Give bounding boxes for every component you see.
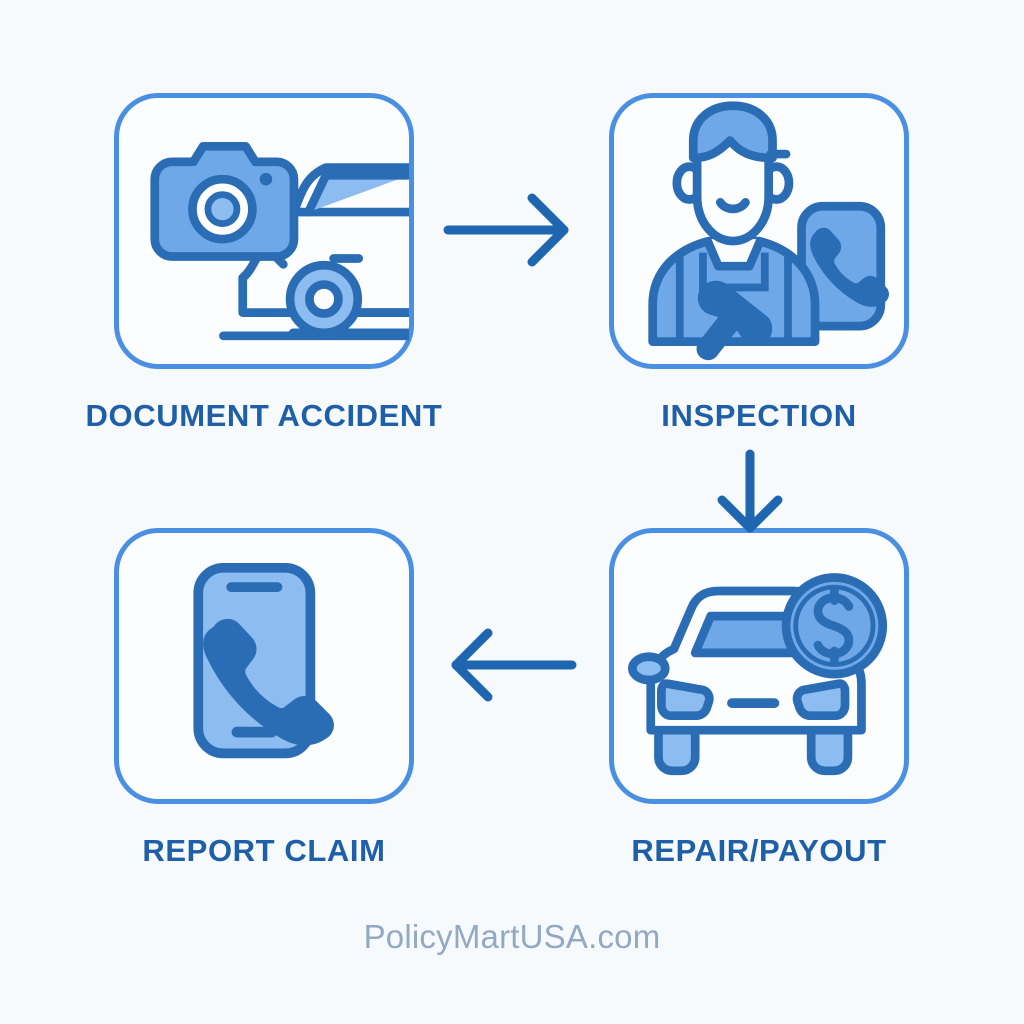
- phone-handset-glyph: [203, 618, 334, 746]
- camera-glyph: [150, 141, 299, 261]
- watermark-text: PolicyMartUSA.com: [363, 918, 661, 955]
- camera-damaged-car-icon: [150, 141, 409, 341]
- car-dollar-coin-icon: [628, 573, 888, 776]
- held-phone-glyph: [797, 201, 889, 331]
- arrow-right-icon: [443, 193, 569, 267]
- mechanic-with-phone-icon: [648, 101, 889, 361]
- dollar-coin-glyph: [781, 573, 888, 679]
- car-wheel: [285, 260, 363, 338]
- step-card-document-accident[interactable]: [114, 93, 414, 369]
- step-label-repair-payout: REPAIR/PAYOUT: [631, 833, 887, 868]
- step-label-report-claim: REPORT CLAIM: [142, 833, 386, 868]
- step-label-document-accident: DOCUMENT ACCIDENT: [85, 398, 443, 433]
- step-card-inspection[interactable]: [609, 93, 909, 369]
- step-label-inspection: INSPECTION: [661, 398, 857, 433]
- arrow-left-icon: [451, 628, 577, 702]
- mechanic-head: [672, 101, 794, 246]
- arrow-down-icon: [717, 449, 783, 533]
- mechanic-torso: [648, 236, 820, 361]
- step-card-repair-payout[interactable]: [609, 528, 909, 804]
- step-card-report-claim[interactable]: [114, 528, 414, 804]
- smartphone-call-icon: [193, 562, 334, 759]
